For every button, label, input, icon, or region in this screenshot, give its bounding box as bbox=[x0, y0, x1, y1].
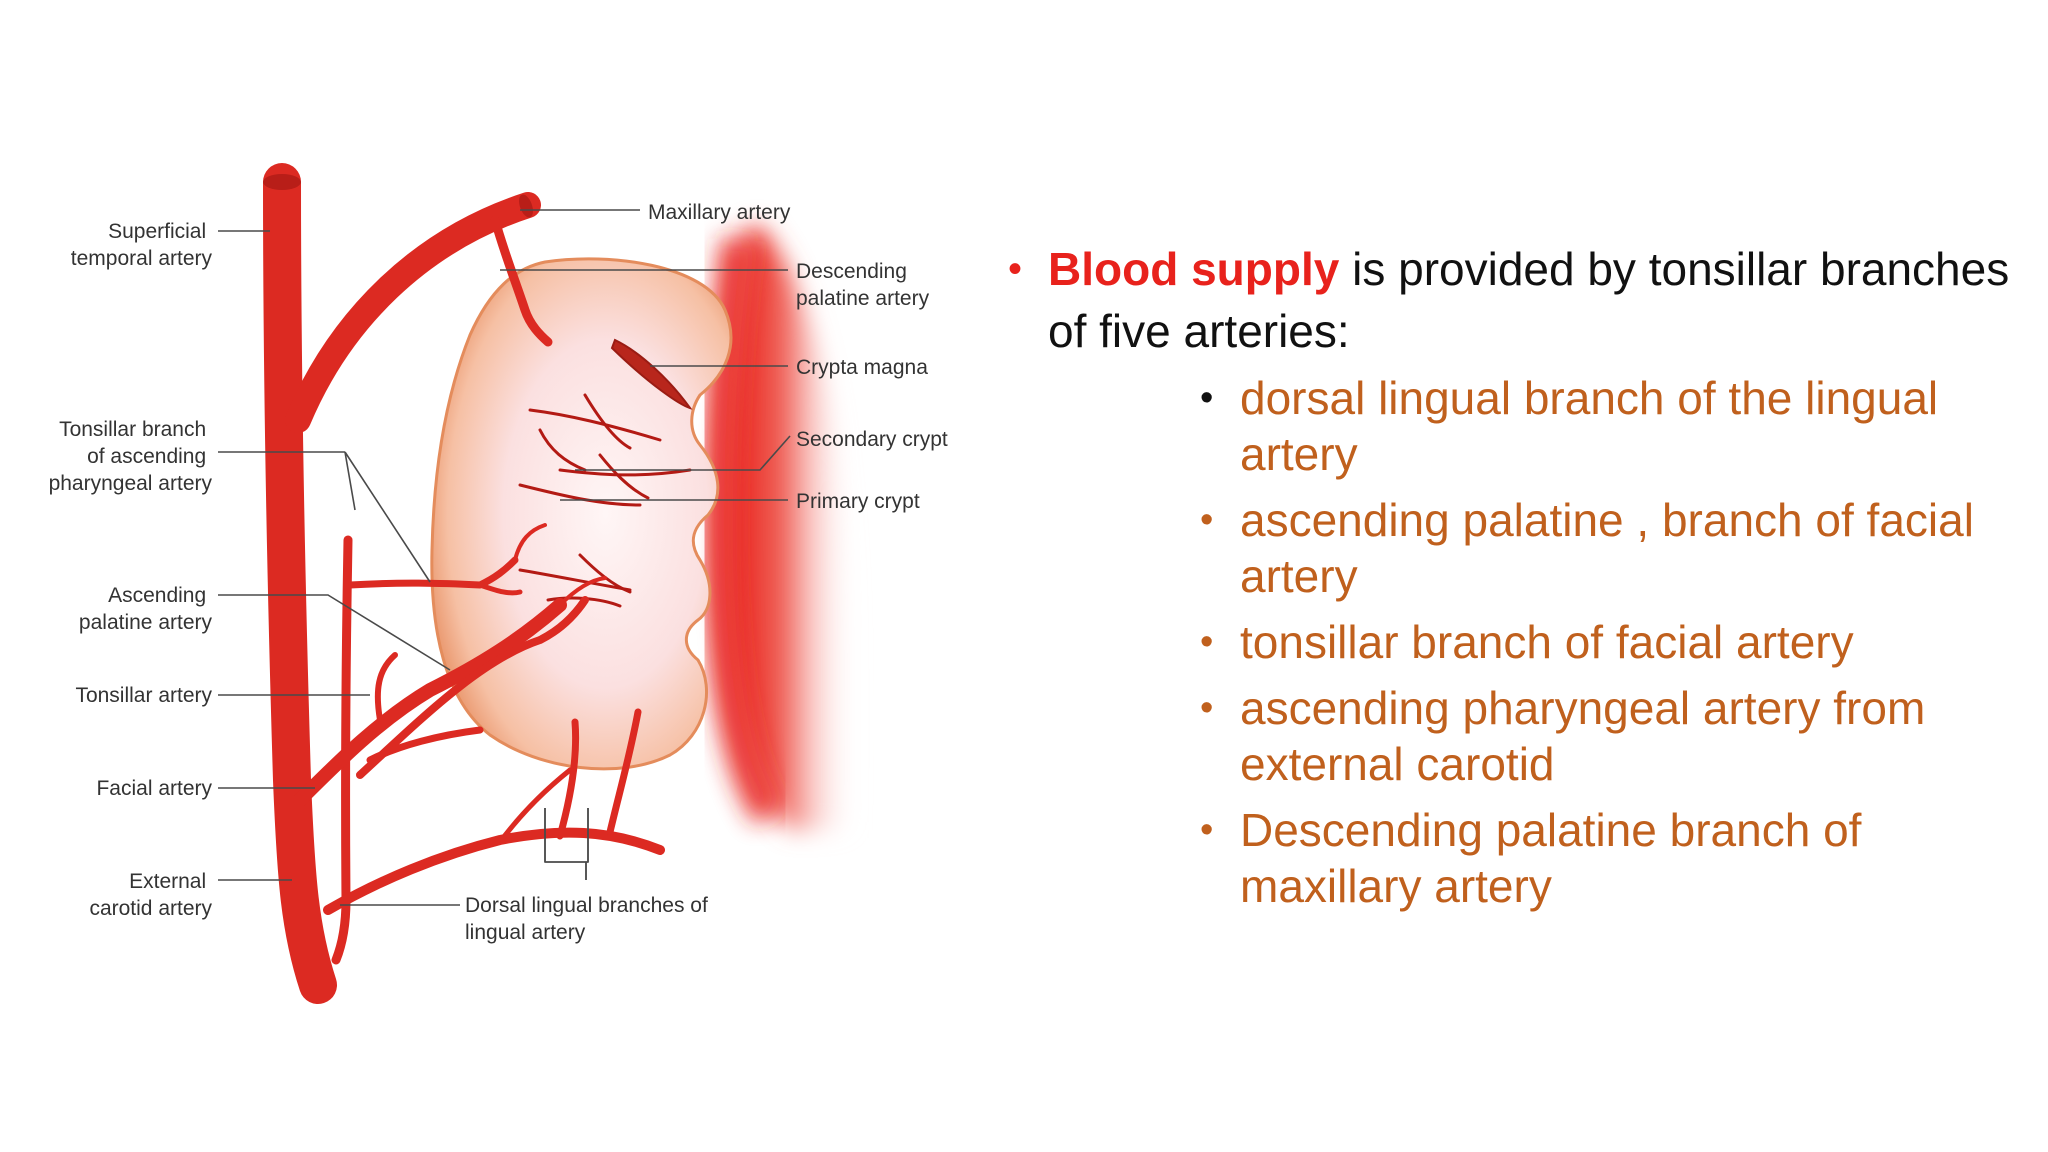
artery-list-item: • dorsal lingual branch of the lingual a… bbox=[1200, 370, 2030, 482]
label-crypta-magna: Crypta magna bbox=[796, 356, 928, 379]
label-secondary-crypt: Secondary crypt bbox=[796, 428, 948, 451]
intro-highlight: Blood supply bbox=[1048, 243, 1340, 295]
label-ascending-palatine: Ascending palatine artery bbox=[79, 584, 213, 634]
artery-list-item: • Descending palatine branch of maxillary… bbox=[1200, 802, 2030, 914]
bullet-marker: • bbox=[1200, 687, 1214, 729]
artery-item-text: Descending palatine branch of maxillary … bbox=[1240, 804, 1862, 912]
intro-bullet: • Blood supply is provided by tonsillar b… bbox=[1000, 238, 2030, 362]
artery-item-text: ascending palatine , branch of facial ar… bbox=[1240, 494, 1974, 602]
label-tonsillar-branch-ascending-pharyngeal: Tonsillar branch of ascending pharyngeal… bbox=[49, 418, 213, 495]
artery-list: • dorsal lingual branch of the lingual a… bbox=[1000, 370, 2030, 914]
artery-item-text: dorsal lingual branch of the lingual art… bbox=[1240, 372, 1939, 480]
label-primary-crypt: Primary crypt bbox=[796, 490, 920, 513]
diagram-labels: Superficial temporal artery Maxillary ar… bbox=[49, 201, 948, 944]
artery-item-text: ascending pharyngeal artery from externa… bbox=[1240, 682, 1926, 790]
artery-list-item: • ascending pharyngeal artery from extern… bbox=[1200, 680, 2030, 792]
bullet-marker: • bbox=[1200, 499, 1214, 541]
leader-lines bbox=[218, 209, 791, 906]
text-panel: • Blood supply is provided by tonsillar b… bbox=[1000, 238, 2030, 924]
bullet-marker: • bbox=[1200, 621, 1214, 663]
artery-item-text: tonsillar branch of facial artery bbox=[1240, 616, 1854, 668]
pharyngeal-mucosa bbox=[702, 225, 855, 830]
bullet-marker: • bbox=[1200, 809, 1214, 851]
artery-list-item: • tonsillar branch of facial artery bbox=[1200, 614, 2030, 670]
label-descending-palatine: Descending palatine artery bbox=[796, 260, 930, 310]
bullet-marker: • bbox=[1200, 377, 1214, 419]
artery-list-item: • ascending palatine , branch of facial a… bbox=[1200, 492, 2030, 604]
intro-text: is provided by tonsillar branches of fiv… bbox=[1048, 243, 2010, 357]
label-external-carotid: External carotid artery bbox=[89, 870, 212, 920]
crypta-magna-slit bbox=[610, 338, 693, 410]
label-maxillary-artery: Maxillary artery bbox=[648, 201, 791, 224]
arteries bbox=[263, 163, 665, 1004]
palatine-tonsil bbox=[430, 257, 733, 771]
label-dorsal-lingual: Dorsal lingual branches of lingual arter… bbox=[465, 894, 714, 944]
bullet-marker: • bbox=[1008, 247, 1023, 291]
label-superficial-temporal: Superficial temporal artery bbox=[71, 220, 213, 270]
label-facial-artery: Facial artery bbox=[96, 777, 212, 800]
label-tonsillar-artery: Tonsillar artery bbox=[75, 684, 212, 707]
